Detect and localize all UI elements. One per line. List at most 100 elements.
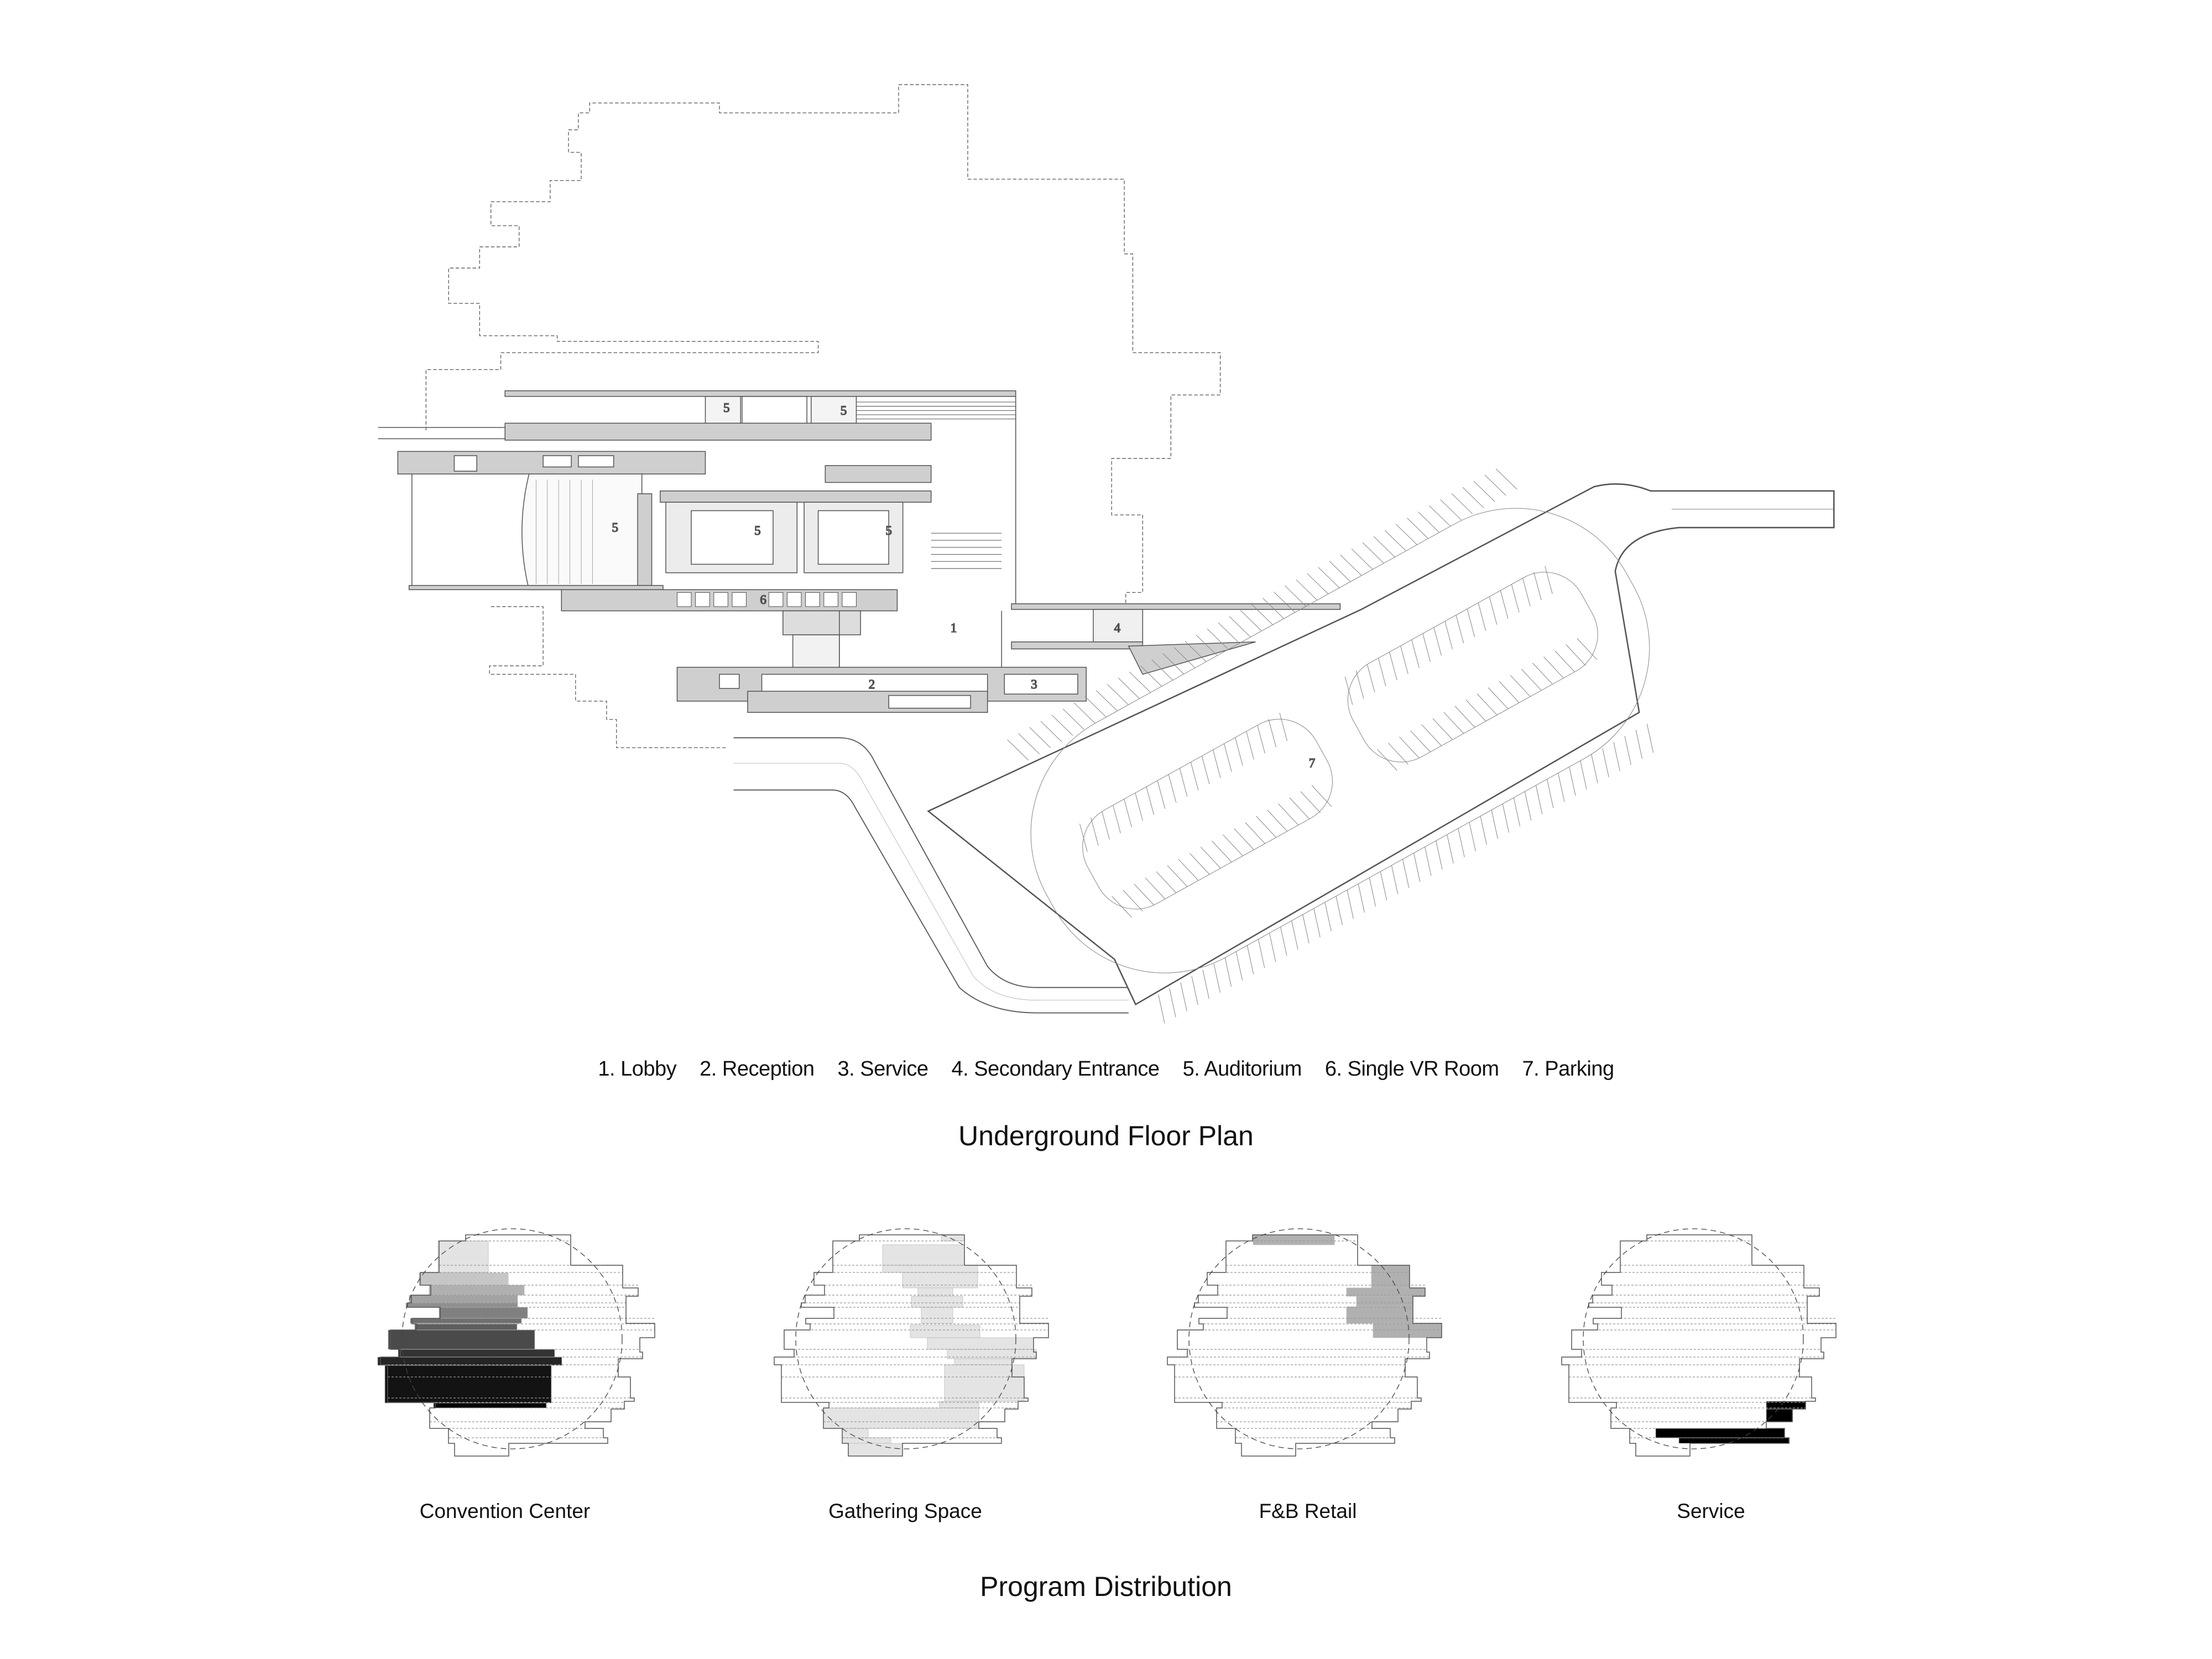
parking-stall	[1280, 927, 1287, 956]
program-area-block	[1678, 1437, 1790, 1444]
site-circle-dashed	[1188, 1228, 1410, 1449]
auditorium-room	[742, 396, 807, 424]
parking-stall	[1302, 914, 1310, 944]
parking-stall	[1223, 834, 1243, 857]
parking-stall	[1307, 573, 1329, 594]
program-area-block	[902, 1272, 978, 1288]
vr-room-row	[561, 589, 898, 612]
parking-island	[1347, 572, 1598, 763]
parking-stall	[1007, 739, 1029, 761]
program-area-block	[1655, 1428, 1785, 1438]
parking-stall	[1524, 791, 1532, 821]
parking-stall	[1134, 883, 1155, 906]
parking-stall	[1167, 865, 1188, 887]
parking-stall	[1484, 474, 1506, 496]
parking-stall	[1433, 627, 1442, 656]
parking-stall	[1196, 634, 1218, 656]
parking-stall	[1313, 908, 1321, 937]
parking-stall	[1235, 951, 1243, 980]
parking-stall	[1447, 834, 1454, 864]
room-label-reception: 2	[869, 677, 875, 691]
room-label-service: 3	[1031, 677, 1037, 691]
program-area-block	[823, 1407, 979, 1429]
diagram-label-service: Service	[1677, 1500, 1745, 1522]
parking-stall	[1543, 656, 1564, 679]
parking-stall	[1500, 590, 1509, 619]
parking-stall	[1151, 659, 1173, 681]
parking-stall	[1318, 567, 1340, 588]
parking-stall	[1296, 579, 1318, 601]
parking-stall	[1191, 976, 1198, 1005]
parking-stall	[1218, 622, 1240, 644]
access-ramp	[733, 789, 1129, 1014]
site-boundary-dashed-lower	[489, 606, 727, 748]
program-area-block	[911, 1296, 963, 1308]
legend-item: 5. Auditorium	[1182, 1057, 1302, 1081]
elevator	[719, 674, 740, 689]
legend-item: 2. Reception	[700, 1057, 815, 1081]
aisle-wall	[637, 493, 653, 586]
seating-rows	[535, 479, 593, 585]
parking-stall	[1289, 797, 1310, 820]
parking-stall	[1432, 718, 1453, 740]
parking-stall	[1062, 708, 1084, 730]
parking-stall	[1488, 687, 1509, 709]
parking-stall	[1425, 847, 1432, 876]
program-area-block	[921, 1307, 953, 1324]
parking-stall	[1554, 650, 1575, 672]
entrance-wedge	[1128, 641, 1256, 675]
service-bar	[397, 451, 706, 474]
parking-stall	[1190, 762, 1199, 791]
parking-stall	[1411, 639, 1420, 668]
parking-stall	[1469, 822, 1476, 852]
program-area-block	[437, 1240, 489, 1273]
legend-item: 7. Parking	[1522, 1057, 1615, 1081]
program-area-block	[882, 1244, 965, 1266]
parking-stall	[1410, 730, 1431, 753]
parking-stall	[1145, 877, 1166, 899]
parking-stall	[1129, 671, 1151, 693]
parking-stall	[1451, 493, 1473, 514]
access-ramp	[733, 737, 1129, 988]
parking-stall	[1140, 665, 1162, 687]
secondary-entrance	[1093, 609, 1144, 643]
parking-stall	[1399, 737, 1420, 759]
parking-stall	[1499, 681, 1520, 703]
parking-stall	[1324, 902, 1332, 931]
program-area-block	[1373, 1323, 1442, 1338]
program-area-block	[1253, 1234, 1335, 1245]
parking-stall	[1258, 939, 1265, 968]
room-label-lobby: 1	[951, 621, 957, 635]
parking-stall	[1376, 749, 1397, 771]
parking-stall	[1269, 933, 1276, 962]
parking-stall	[1402, 859, 1410, 888]
top-wing-wall	[504, 390, 1016, 397]
parking-stall	[1558, 773, 1565, 802]
service-bar	[825, 465, 932, 483]
parking-stall	[1278, 804, 1299, 826]
parking-stall	[1102, 811, 1110, 840]
program-area-block	[409, 1295, 518, 1303]
parking-stall	[1480, 816, 1487, 845]
parking-stall	[1533, 572, 1542, 601]
parking-stall	[1168, 774, 1177, 803]
parking-stall	[1084, 696, 1107, 718]
parking-stall	[1029, 727, 1051, 748]
parking-stall	[1440, 499, 1462, 520]
parking-stall	[1240, 610, 1262, 632]
parking-stall	[1234, 828, 1254, 850]
parking-stall	[1602, 748, 1609, 778]
parking-stall	[1213, 749, 1221, 778]
bottom-wall	[409, 585, 664, 591]
program-diagram-gathering-space	[774, 1228, 1049, 1457]
parking-stall	[1146, 786, 1155, 815]
parking-stall	[1268, 719, 1276, 748]
site-circle-dashed	[401, 1228, 623, 1449]
parking-stall	[1329, 561, 1351, 582]
parking-stall	[1124, 799, 1132, 827]
plan-title: Underground Floor Plan	[958, 1120, 1254, 1151]
middle-auditorium-seats	[691, 510, 774, 565]
parking-stall	[1178, 859, 1199, 881]
parking-stall	[1344, 676, 1353, 705]
